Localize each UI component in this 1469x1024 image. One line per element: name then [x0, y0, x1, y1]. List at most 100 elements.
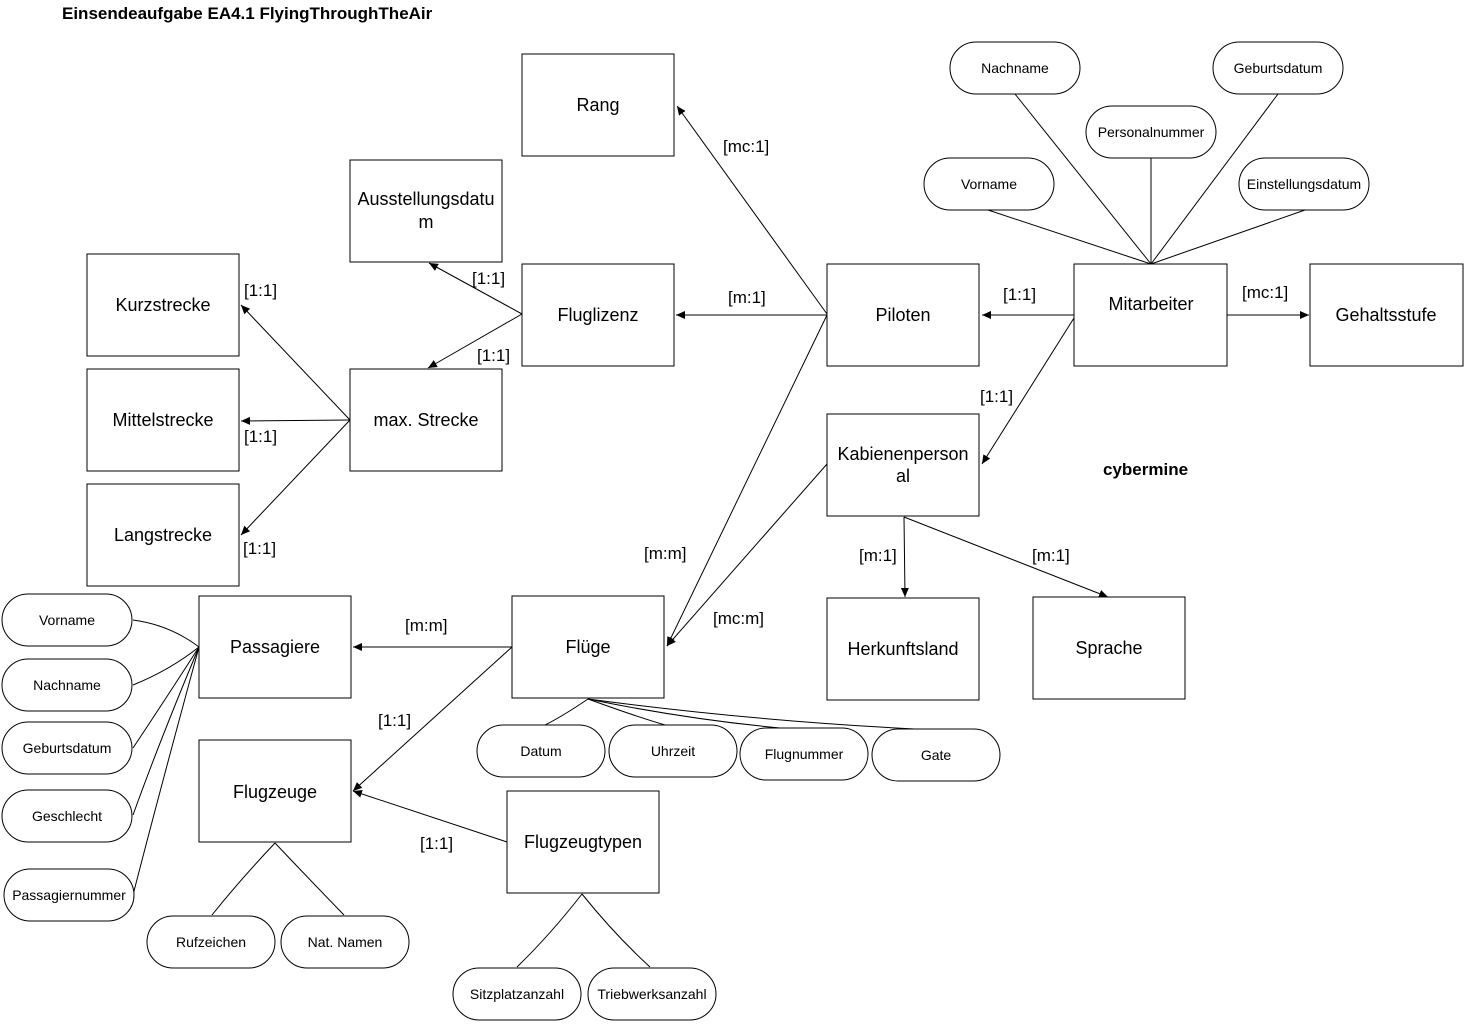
attr-line	[581, 893, 651, 968]
label-attr-flugzeug-nat-namen: Nat. Namen	[308, 934, 383, 950]
card-fluege-flugzeuge: [1:1]	[378, 711, 411, 730]
label-attr-passagier-geschlecht: Geschlecht	[32, 808, 102, 824]
attr-passagier-passagiernummer	[3, 868, 135, 922]
attr-line	[274, 842, 345, 916]
card-fluege-passagiere: [m:m]	[405, 616, 448, 635]
label-attr-mitarbeiter-einstellungsdatum: Einstellungsdatum	[1247, 176, 1361, 192]
card-kabinenpersonal-sprache: [m:1]	[1032, 546, 1070, 565]
entity-rang	[521, 53, 675, 157]
edge-fluglizenz-ausstellungsdatum	[428, 262, 523, 315]
edge-mitarbeiter-kabinenpersonal	[981, 317, 1075, 465]
label-langstrecke: Langstrecke	[114, 525, 212, 545]
entity-fluglizenz	[521, 263, 675, 367]
edge-flugzeugtypen-flugzeuge	[352, 790, 508, 843]
label-kabinenpersonal-line1: Kabienenperson	[837, 444, 968, 464]
attr-mitarbeiter-personalnummer	[1085, 105, 1217, 159]
attr-line	[587, 698, 673, 728]
label-piloten: Piloten	[875, 305, 930, 325]
edge-piloten-rang	[676, 105, 828, 315]
label-flugzeugtypen: Flugzeugtypen	[524, 832, 642, 852]
attr-flug-gate	[871, 728, 1001, 782]
label-attr-flugzeug-rufzeichen: Rufzeichen	[176, 934, 246, 950]
label-kabinenpersonal-line2: al	[896, 466, 910, 486]
attr-flug-uhrzeit	[608, 724, 738, 778]
card-mitarbeiter-kabinenpersonal: [1:1]	[980, 387, 1013, 406]
label-mitarbeiter: Mitarbeiter	[1108, 294, 1193, 314]
edge-max-strecke-mittelstrecke	[240, 416, 351, 425]
attr-line	[132, 646, 200, 896]
attr-line	[132, 646, 200, 749]
attr-line	[540, 698, 589, 728]
label-fluege: Flüge	[565, 637, 610, 657]
label-attr-mitarbeiter-vorname: Vorname	[961, 176, 1017, 192]
page-title: Einsendeaufgabe EA4.1 FlyingThroughTheAi…	[62, 4, 433, 23]
edge-fluglizenz-max-strecke	[427, 313, 523, 369]
label-passagiere: Passagiere	[230, 637, 320, 657]
entity-max-strecke	[349, 368, 503, 472]
attr-line	[132, 619, 200, 648]
entity-flugzeuge	[198, 739, 352, 843]
attr-line	[516, 893, 583, 968]
watermark-text: cybermine	[1103, 460, 1189, 479]
card-fluglizenz-max-strecke: [1:1]	[477, 346, 510, 365]
label-attr-flug-flugnummer: Flugnummer	[765, 746, 844, 762]
attr-passagier-geschlecht	[1, 789, 133, 843]
attr-flug-datum	[476, 724, 606, 778]
entity-mittelstrecke	[86, 368, 240, 472]
entity-flugzeugtypen	[506, 790, 660, 894]
entity-kurzstrecke	[86, 253, 240, 357]
attr-mitarbeiter-nachname	[949, 41, 1081, 95]
label-attr-mitarbeiter-nachname: Nachname	[981, 60, 1049, 76]
edge-fluege-flugzeuge	[352, 646, 513, 792]
attr-line	[587, 698, 937, 731]
attr-line	[1014, 93, 1152, 265]
label-herkunftsland: Herkunftsland	[847, 639, 958, 659]
card-mitarbeiter-piloten: [1:1]	[1003, 285, 1036, 304]
label-fluglizenz: Fluglizenz	[557, 305, 638, 325]
label-attr-flug-uhrzeit: Uhrzeit	[651, 743, 695, 759]
label-attr-mitarbeiter-personalnummer: Personalnummer	[1098, 124, 1205, 140]
label-attr-passagier-vorname: Vorname	[39, 612, 95, 628]
label-gehaltsstufe: Gehaltsstufe	[1335, 305, 1436, 325]
label-attr-passagier-nachname: Nachname	[33, 677, 101, 693]
attr-line	[132, 646, 200, 816]
label-mittelstrecke: Mittelstrecke	[112, 410, 213, 430]
attr-line	[987, 209, 1152, 265]
label-attr-mitarbeiter-geburtsdatum: Geburtsdatum	[1234, 60, 1323, 76]
attr-line	[1150, 209, 1306, 265]
entity-ausstellungsdatum	[349, 159, 503, 263]
entity-passagiere	[198, 595, 352, 699]
entity-mitarbeiter	[1073, 263, 1228, 367]
attr-mitarbeiter-geburtsdatum	[1212, 41, 1344, 95]
edge-max-strecke-kurzstrecke	[240, 304, 351, 421]
attr-line	[132, 646, 200, 686]
attr-flugzeug-nat-namen	[280, 915, 410, 969]
attr-flugzeug-rufzeichen	[146, 915, 276, 969]
edge-kabinenpersonal-fluege	[666, 463, 828, 647]
attr-line	[1150, 93, 1279, 265]
card-max-strecke-mittelstrecke: [1:1]	[244, 427, 277, 446]
label-attr-typ-sitzplatzanzahl: Sitzplatzanzahl	[470, 986, 564, 1002]
label-attr-flug-gate: Gate	[921, 747, 952, 763]
card-max-strecke-langstrecke: [1:1]	[243, 539, 276, 558]
attr-line	[211, 842, 276, 916]
card-fluglizenz-ausstellungsdatum: [1:1]	[472, 269, 505, 288]
card-mitarbeiter-gehaltsstufe: [mc:1]	[1242, 283, 1288, 302]
label-rang: Rang	[576, 95, 619, 115]
label-ausstellungsdatum-line2: m	[419, 212, 434, 232]
attr-passagier-nachname	[1, 658, 133, 712]
label-attr-flug-datum: Datum	[520, 743, 561, 759]
attr-flug-flugnummer	[739, 727, 869, 781]
entity-piloten	[826, 263, 980, 367]
entity-fluege	[511, 595, 665, 699]
edge-max-strecke-langstrecke	[240, 419, 351, 536]
edge-kabinenpersonal-herkunftsland	[900, 516, 909, 598]
card-kabinenpersonal-fluege: [mc:m]	[713, 609, 764, 628]
attr-typ-triebwerksanzahl	[587, 967, 717, 1021]
card-piloten-fluglizenz: [m:1]	[728, 288, 766, 307]
entity-langstrecke	[86, 483, 240, 587]
entity-sprache	[1032, 596, 1186, 700]
label-ausstellungsdatum-line1: Ausstellungsdatu	[357, 189, 494, 209]
attr-mitarbeiter-einstellungsdatum	[1238, 157, 1370, 211]
